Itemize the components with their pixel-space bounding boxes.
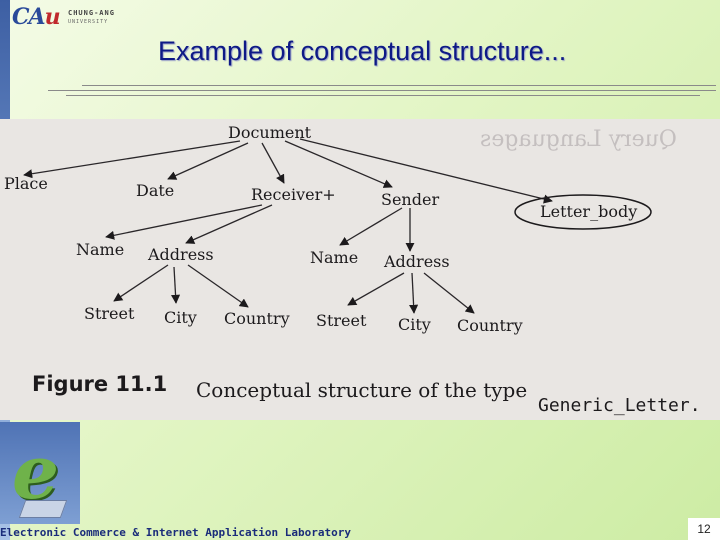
node-receiver: Receiver+ [251, 185, 336, 204]
node-receiver-country: Country [224, 309, 290, 328]
logo-name: CHUNG-ANG [68, 9, 115, 17]
node-sender-city: City [398, 315, 431, 334]
node-date: Date [136, 181, 174, 200]
node-receiver-street: Street [84, 304, 135, 323]
title-rule-2 [82, 85, 716, 86]
e-commerce-lab-logo: e [0, 422, 80, 524]
title-rule-3 [66, 95, 700, 96]
node-document: Document [228, 123, 312, 142]
node-receiver-address: Address [147, 245, 214, 264]
figure-caption-text: Conceptual structure of the type [196, 378, 527, 402]
node-receiver-name: Name [76, 240, 124, 259]
figure-caption-code: Generic_Letter. [538, 395, 701, 416]
node-sender-name: Name [310, 248, 358, 267]
figure-label: Figure 11.1 [32, 372, 167, 396]
lab-name: Electronic Commerce & Internet Applicati… [0, 526, 351, 539]
tree-diagram: Document Place Date Receiver+ Sender Let… [4, 123, 701, 416]
title-rule-1 [48, 90, 716, 91]
slide-title: Example of conceptual structure... [158, 36, 567, 66]
tree-edges [23, 138, 553, 314]
figure-image: Query Languages Document Place D [0, 119, 720, 420]
node-sender: Sender [381, 190, 439, 209]
e-logo-base [18, 500, 68, 518]
logo-subtitle: UNIVERSITY [68, 19, 109, 25]
node-letter-body: Letter_body [540, 202, 637, 221]
page-number: 12 [688, 518, 720, 540]
node-sender-address: Address [383, 252, 450, 271]
university-logo: CAu CHUNG-ANG UNIVERSITY [12, 2, 132, 38]
logo-mark: CAu [12, 4, 61, 30]
letter-body-ellipse [514, 194, 652, 230]
node-receiver-city: City [164, 308, 197, 327]
node-sender-street: Street [316, 311, 367, 330]
logo-mark-u: u [44, 4, 61, 30]
e-logo-glyph: e [12, 430, 60, 516]
node-place: Place [4, 174, 48, 193]
logo-mark-ca: CA [12, 4, 46, 30]
node-sender-country: Country [457, 316, 523, 335]
